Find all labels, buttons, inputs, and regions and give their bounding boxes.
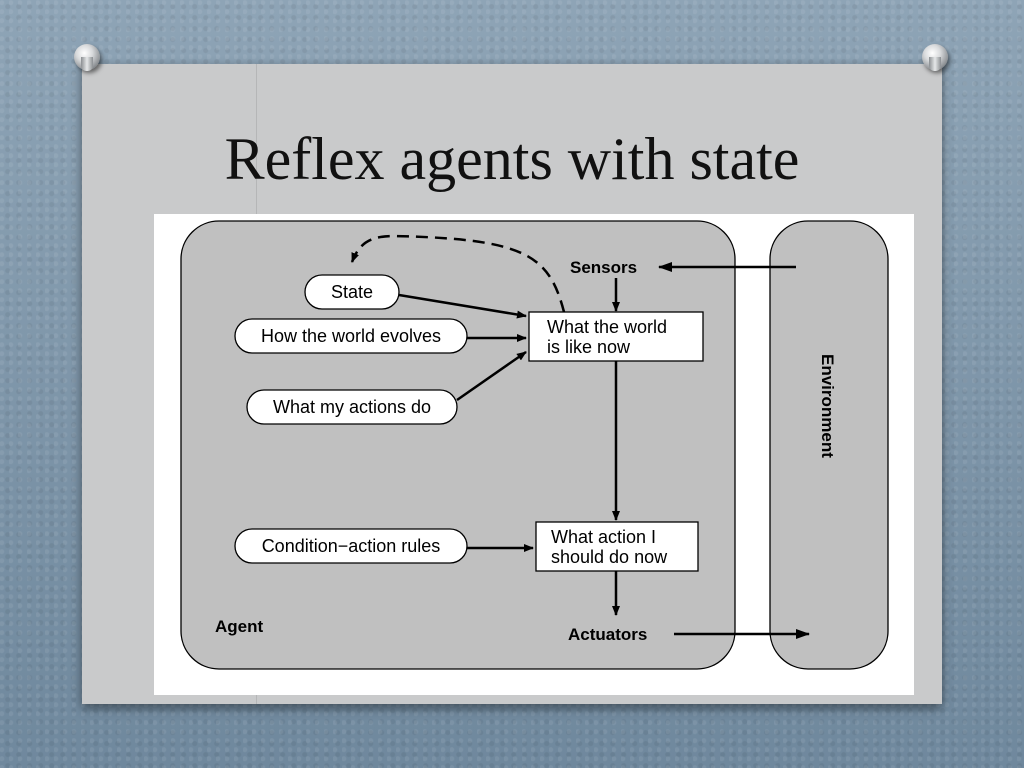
agent-diagram-svg: Environment Sensors State How the world … xyxy=(180,220,889,670)
state-to-world-arrow xyxy=(398,293,527,319)
actions-do-label: What my actions do xyxy=(273,397,431,417)
world-state-line1: What the world xyxy=(547,317,667,337)
sensors-label: Sensors xyxy=(570,258,637,277)
pushpin-icon xyxy=(74,44,100,71)
agent-region xyxy=(180,220,736,670)
world-state-box xyxy=(528,311,704,362)
agent-diagram: Environment Sensors State How the world … xyxy=(154,214,914,695)
world-state-line2: is like now xyxy=(547,337,631,357)
environment-region xyxy=(769,220,889,670)
rules-node xyxy=(234,528,468,564)
actuators-label: Actuators xyxy=(568,625,647,644)
state-label: State xyxy=(331,282,373,302)
rules-label: Condition−action rules xyxy=(262,536,441,556)
world-evolves-node xyxy=(234,318,468,354)
state-node xyxy=(304,274,400,310)
action-choice-line1: What action I xyxy=(551,527,656,547)
slide-title: Reflex agents with state xyxy=(224,126,800,192)
world-evolves-label: How the world evolves xyxy=(261,326,441,346)
action-choice-line2: should do now xyxy=(551,547,668,567)
actions-do-node xyxy=(246,389,458,425)
environment-label: Environment xyxy=(818,354,837,458)
agent-label: Agent xyxy=(215,617,264,636)
state-feedback-arrow xyxy=(350,234,566,313)
pushpin-icon xyxy=(922,44,948,71)
action-choice-box xyxy=(535,521,699,572)
actions-to-world-arrow xyxy=(456,350,527,402)
